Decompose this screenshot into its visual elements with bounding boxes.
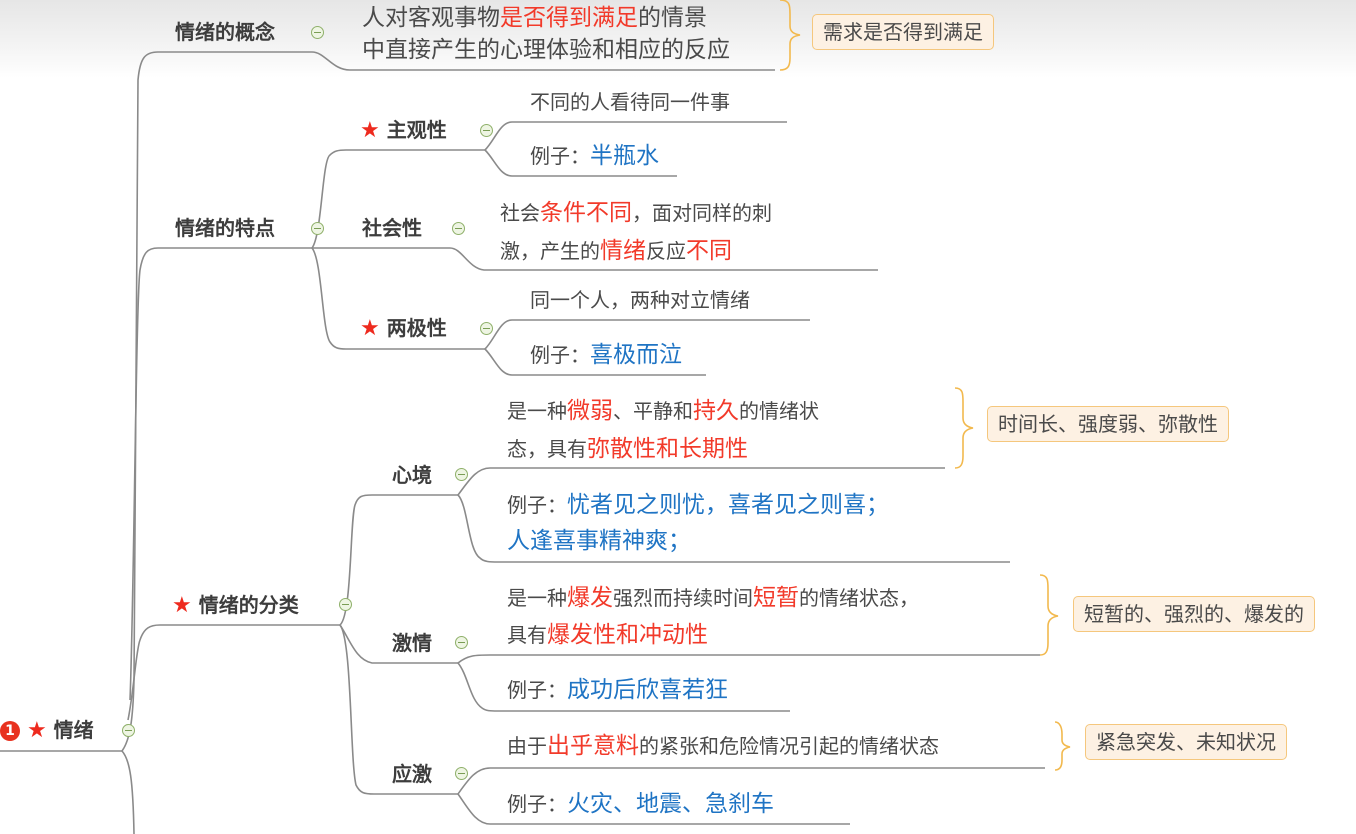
collapse-toggle-icon[interactable] <box>311 222 324 235</box>
node-polarity[interactable]: ★ 两极性 <box>360 316 447 341</box>
node-label: 激情 <box>392 631 432 655</box>
collapse-toggle-icon[interactable] <box>455 636 468 649</box>
star-icon: ★ <box>360 118 380 143</box>
node-label: 两极性 <box>386 316 447 340</box>
summary-passion: 短暂的、强烈的、爆发的 <box>1073 596 1315 632</box>
node-subjective[interactable]: ★ 主观性 <box>360 118 447 143</box>
summary-concept: 需求是否得到满足 <box>812 14 994 50</box>
node-passion[interactable]: 激情 <box>392 631 432 655</box>
node-social[interactable]: 社会性 <box>362 216 422 240</box>
node-features[interactable]: 情绪的特点 <box>175 216 275 240</box>
collapse-toggle-icon[interactable] <box>480 322 493 335</box>
root-node[interactable]: 1 ★ 情绪 <box>0 718 94 743</box>
subjective-example: 例子：半瓶水 <box>530 143 659 169</box>
collapse-toggle-icon[interactable] <box>455 468 468 481</box>
top-shade <box>0 0 1356 78</box>
node-label: 社会性 <box>362 216 422 240</box>
concept-definition: 人对客观事物是否得到满足的情景 中直接产生的心理体验和相应的反应 <box>362 5 730 63</box>
subjective-desc: 不同的人看待同一件事 <box>530 90 730 114</box>
star-icon: ★ <box>26 718 47 743</box>
node-label: 情绪的分类 <box>198 593 299 617</box>
collapse-toggle-icon[interactable] <box>122 724 135 737</box>
passion-example: 例子：成功后欣喜若狂 <box>507 677 728 703</box>
polarity-desc: 同一个人，两种对立情绪 <box>530 288 750 312</box>
stress-example: 例子：火灾、地震、急刹车 <box>507 791 774 817</box>
collapse-toggle-icon[interactable] <box>455 767 468 780</box>
node-label: 应激 <box>392 762 432 786</box>
node-classification[interactable]: ★ 情绪的分类 <box>172 593 299 618</box>
priority-1-badge: 1 <box>0 721 20 741</box>
collapse-toggle-icon[interactable] <box>480 124 493 137</box>
social-desc: 社会条件不同，面对同样的刺 激，产生的情绪反应不同 <box>500 200 772 264</box>
node-concept[interactable]: 情绪的概念 <box>175 20 275 44</box>
node-stress[interactable]: 应激 <box>392 762 432 786</box>
node-mood[interactable]: 心境 <box>392 463 432 487</box>
polarity-example: 例子：喜极而泣 <box>530 342 682 368</box>
star-icon: ★ <box>172 593 192 618</box>
star-icon: ★ <box>360 316 380 341</box>
root-label: 情绪 <box>53 718 94 742</box>
mood-desc: 是一种微弱、平静和持久的情绪状 态，具有弥散性和长期性 <box>507 398 819 462</box>
mood-example: 例子：忧者见之则忧，喜者见之则喜； 人逢喜事精神爽； <box>507 492 889 554</box>
summary-mood: 时间长、强度弱、弥散性 <box>987 406 1229 442</box>
passion-desc: 是一种爆发强烈而持续时间短暂的情绪状态， 具有爆发性和冲动性 <box>507 585 919 648</box>
node-label: 情绪的概念 <box>175 20 275 44</box>
node-label: 主观性 <box>386 118 447 142</box>
collapse-toggle-icon[interactable] <box>311 26 324 39</box>
node-label: 情绪的特点 <box>175 216 275 240</box>
stress-desc: 由于出乎意料的紧张和危险情况引起的情绪状态 <box>507 733 939 759</box>
summary-stress: 紧急突发、未知状况 <box>1085 724 1287 760</box>
node-label: 心境 <box>392 463 432 487</box>
collapse-toggle-icon[interactable] <box>452 222 465 235</box>
collapse-toggle-icon[interactable] <box>339 598 352 611</box>
